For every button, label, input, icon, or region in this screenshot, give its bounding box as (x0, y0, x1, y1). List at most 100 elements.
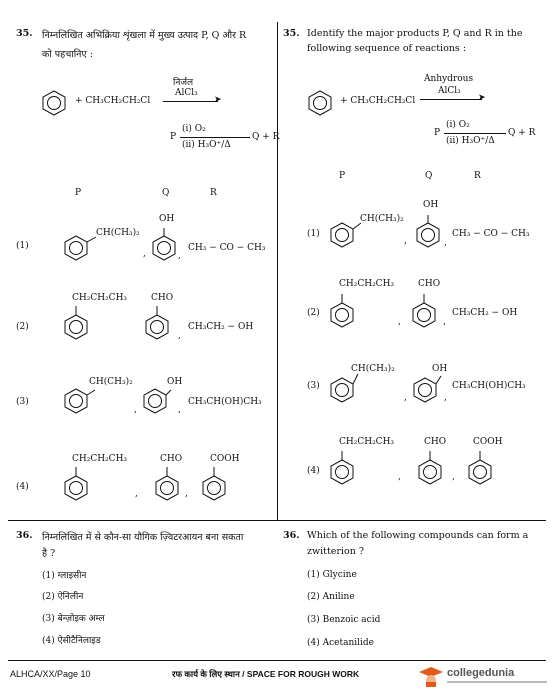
q35-english-line2: following sequence of reactions : (307, 43, 467, 54)
comma: , (185, 489, 188, 499)
benzene-icon (64, 306, 88, 340)
q36-number-left: 36. (16, 530, 33, 541)
benzene-icon (155, 467, 179, 501)
benzene-icon (202, 467, 226, 501)
arrow-head-right: ➤ (478, 93, 486, 103)
reactant-right: + CH₃CH₂CH₂Cl (340, 96, 416, 106)
opt3-r-left: CH₃CH(OH)CH₃ (188, 397, 262, 407)
benzene-icon (330, 222, 362, 248)
comma: , (444, 393, 447, 403)
comma: , (178, 405, 181, 415)
opt1-label-right: (1) (307, 229, 320, 239)
opt3-p-sub-right: CH(CH₃)₂ (351, 364, 395, 374)
brand-name: collegedunia (447, 667, 515, 679)
opt4-p-sub-left: CH₂CH₂CH₃ (72, 454, 128, 464)
benzene-icon (308, 90, 332, 116)
comma: , (452, 472, 455, 482)
benzene-icon (330, 451, 354, 485)
header-q-right: Q (425, 171, 433, 181)
benzene-icon (64, 467, 88, 501)
benzene-icon (416, 215, 440, 248)
reagent-hindi: निर्जल (173, 78, 194, 88)
catalyst-left: AlCl₃ (175, 88, 198, 98)
q35-hindi-line1: निम्नलिखित अभिक्रिया शृंखला में मुख्य उत… (42, 30, 247, 41)
footer-separator (8, 660, 546, 661)
comma: , (178, 331, 181, 341)
step2-reagent1-right: (i) O₂ (446, 120, 470, 130)
benzene-icon (64, 388, 96, 414)
opt1-label-left: (1) (16, 241, 29, 251)
benzene-icon (145, 306, 169, 340)
catalyst-right: AlCl₃ (438, 86, 461, 96)
opt1-p-sub-right: CH(CH₃)₂ (360, 214, 404, 224)
benzene-icon (42, 90, 66, 116)
opt2-p-sub-left: CH₂CH₂CH₃ (72, 293, 128, 303)
q36-english-opt2: (2) Aniline (307, 592, 355, 602)
opt2-label-right: (2) (307, 308, 320, 318)
comma: , (443, 317, 446, 327)
opt1-q-sub-right: OH (423, 200, 439, 210)
rough-work-label: रफ कार्य के लिए स्थान / SPACE FOR ROUGH … (172, 669, 360, 679)
opt4-q-sub-right: CHO (424, 437, 447, 447)
q36-hindi-opt4: (4) ऐसीटैनिलाइड (42, 636, 101, 646)
opt3-r-right: CH₃CH(OH)CH₃ (452, 381, 526, 391)
comma: , (178, 251, 181, 261)
q35-english-line1: Identify the major products P, Q and R i… (307, 28, 523, 39)
comma: , (134, 405, 137, 415)
opt4-label-right: (4) (307, 466, 320, 476)
comma: , (135, 489, 138, 499)
benzene-icon (330, 373, 359, 403)
reaction-arrow-left (163, 101, 218, 102)
comma: , (404, 236, 407, 246)
q36-english-opt4: (4) Acetanilide (307, 638, 374, 648)
comma: , (398, 317, 401, 327)
benzene-icon (64, 235, 97, 261)
step2-p-left: P (170, 132, 177, 142)
q36-number-right: 36. (283, 530, 300, 541)
q36-separator (8, 520, 546, 521)
step2-products-right: Q + R (508, 128, 536, 138)
comma: , (143, 249, 146, 259)
benzene-icon (468, 451, 492, 485)
opt4-r-sub-right: COOH (473, 437, 503, 447)
opt1-r-left: CH₃ − CO − CH₃ (188, 243, 266, 253)
benzene-icon (152, 228, 176, 261)
q36-hindi-opt2: (2) ऐनिलीन (42, 592, 84, 602)
opt3-label-right: (3) (307, 381, 320, 391)
step2-reagent1-left: (i) O₂ (182, 124, 206, 134)
benzene-icon (330, 294, 354, 328)
opt3-q-sub-left: OH (167, 377, 183, 387)
reactant-left: + CH₃CH₂CH₂Cl (75, 96, 151, 106)
q35-number-right: 35. (283, 28, 300, 39)
comma: , (404, 393, 407, 403)
header-p-left: P (75, 188, 82, 198)
q36-english-line1: Which of the following compounds can for… (307, 530, 529, 541)
opt3-label-left: (3) (16, 397, 29, 407)
step2-p-right: P (434, 128, 441, 138)
step2-products-left: Q + R (252, 132, 280, 142)
q36-hindi-line1: निम्नलिखित में से कौन-सा यौगिक ज़्विटरआय… (42, 532, 244, 543)
opt4-label-left: (4) (16, 482, 29, 492)
header-r-right: R (474, 171, 481, 181)
q36-hindi-line2: है ? (42, 548, 56, 559)
opt1-p-sub-left: CH(CH₃)₂ (96, 228, 140, 238)
opt2-label-left: (2) (16, 322, 29, 332)
benzene-icon (143, 388, 172, 414)
brand-underline (447, 681, 547, 683)
opt4-r-sub-left: COOH (210, 454, 240, 464)
arrow-head-left: ➤ (214, 95, 222, 105)
step2-arrow-left (180, 137, 250, 138)
q35-number-left: 35. (16, 28, 33, 39)
opt2-r-left: CH₃CH₂ − OH (188, 322, 254, 332)
opt3-p-sub-left: CH(CH₃)₂ (89, 377, 133, 387)
step2-reagent2-right: (ii) H₃O⁺/Δ (446, 136, 495, 146)
header-p-right: P (339, 171, 346, 181)
q36-hindi-opt3: (3) बेन्ज़ोइक अम्ल (42, 614, 105, 624)
column-divider (277, 22, 278, 520)
header-r-left: R (210, 188, 217, 198)
brand-logo (418, 663, 444, 693)
opt1-r-right: CH₃ − CO − CH₃ (452, 229, 530, 239)
opt2-q-sub-right: CHO (418, 279, 441, 289)
opt2-q-sub-left: CHO (151, 293, 174, 303)
opt4-p-sub-right: CH₂CH₂CH₃ (339, 437, 395, 447)
